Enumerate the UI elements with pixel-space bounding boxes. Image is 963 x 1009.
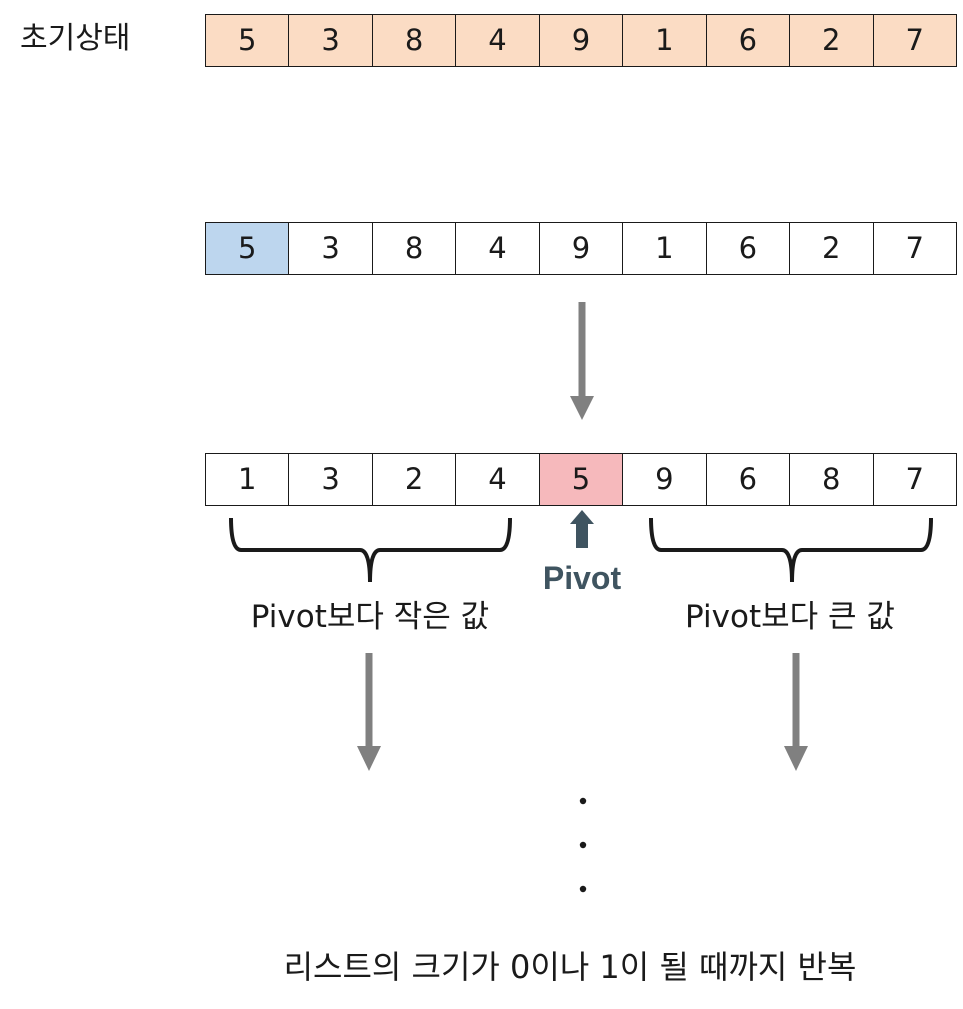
array-cell: 2 <box>372 454 457 505</box>
array-cell: 3 <box>289 223 373 274</box>
array-cell: 3 <box>289 454 373 505</box>
array-cell: 4 <box>456 223 540 274</box>
pivot-label: Pivot <box>542 560 622 596</box>
array-cell: 8 <box>790 454 874 505</box>
left-group-brace <box>229 517 512 583</box>
pivot-pointer-icon <box>570 510 594 548</box>
array-cell: 4 <box>456 454 540 505</box>
array-cell: 7 <box>873 454 956 505</box>
right-recurse-arrow-icon <box>784 653 808 771</box>
vertical-ellipsis-icon <box>579 797 587 893</box>
repeat-caption: 리스트의 크기가 0이나 1이 될 때까지 반복 <box>283 948 857 986</box>
left-recurse-arrow-icon <box>357 653 381 771</box>
array-cell: 7 <box>873 15 956 66</box>
array-cell: 5 <box>206 15 290 66</box>
right-group-brace <box>649 517 933 583</box>
array-cell: 6 <box>706 223 791 274</box>
array-cell: 2 <box>790 15 874 66</box>
larger-than-pivot-label: Pivot보다 큰 값 <box>685 599 895 635</box>
array-cell: 4 <box>456 15 540 66</box>
array-cell: 6 <box>706 454 791 505</box>
array-cell: 9 <box>539 223 624 274</box>
down-arrow-icon <box>570 302 594 420</box>
array-cell: 8 <box>372 15 457 66</box>
array-cell: 6 <box>706 15 791 66</box>
array-cell: 1 <box>206 454 290 505</box>
array-cell: 8 <box>372 223 457 274</box>
array-cell: 9 <box>623 454 707 505</box>
initial-state-label: 초기상태 <box>20 21 131 56</box>
array-cell: 1 <box>623 15 707 66</box>
array-cell: 1 <box>623 223 707 274</box>
smaller-than-pivot-label: Pivot보다 작은 값 <box>250 599 490 635</box>
pivot-cell: 5 <box>539 454 624 505</box>
array-cell: 2 <box>790 223 874 274</box>
array-cell: 7 <box>873 223 956 274</box>
array-cell: 9 <box>539 15 624 66</box>
selected-pivot-cell: 5 <box>206 223 290 274</box>
array-cell: 3 <box>289 15 373 66</box>
